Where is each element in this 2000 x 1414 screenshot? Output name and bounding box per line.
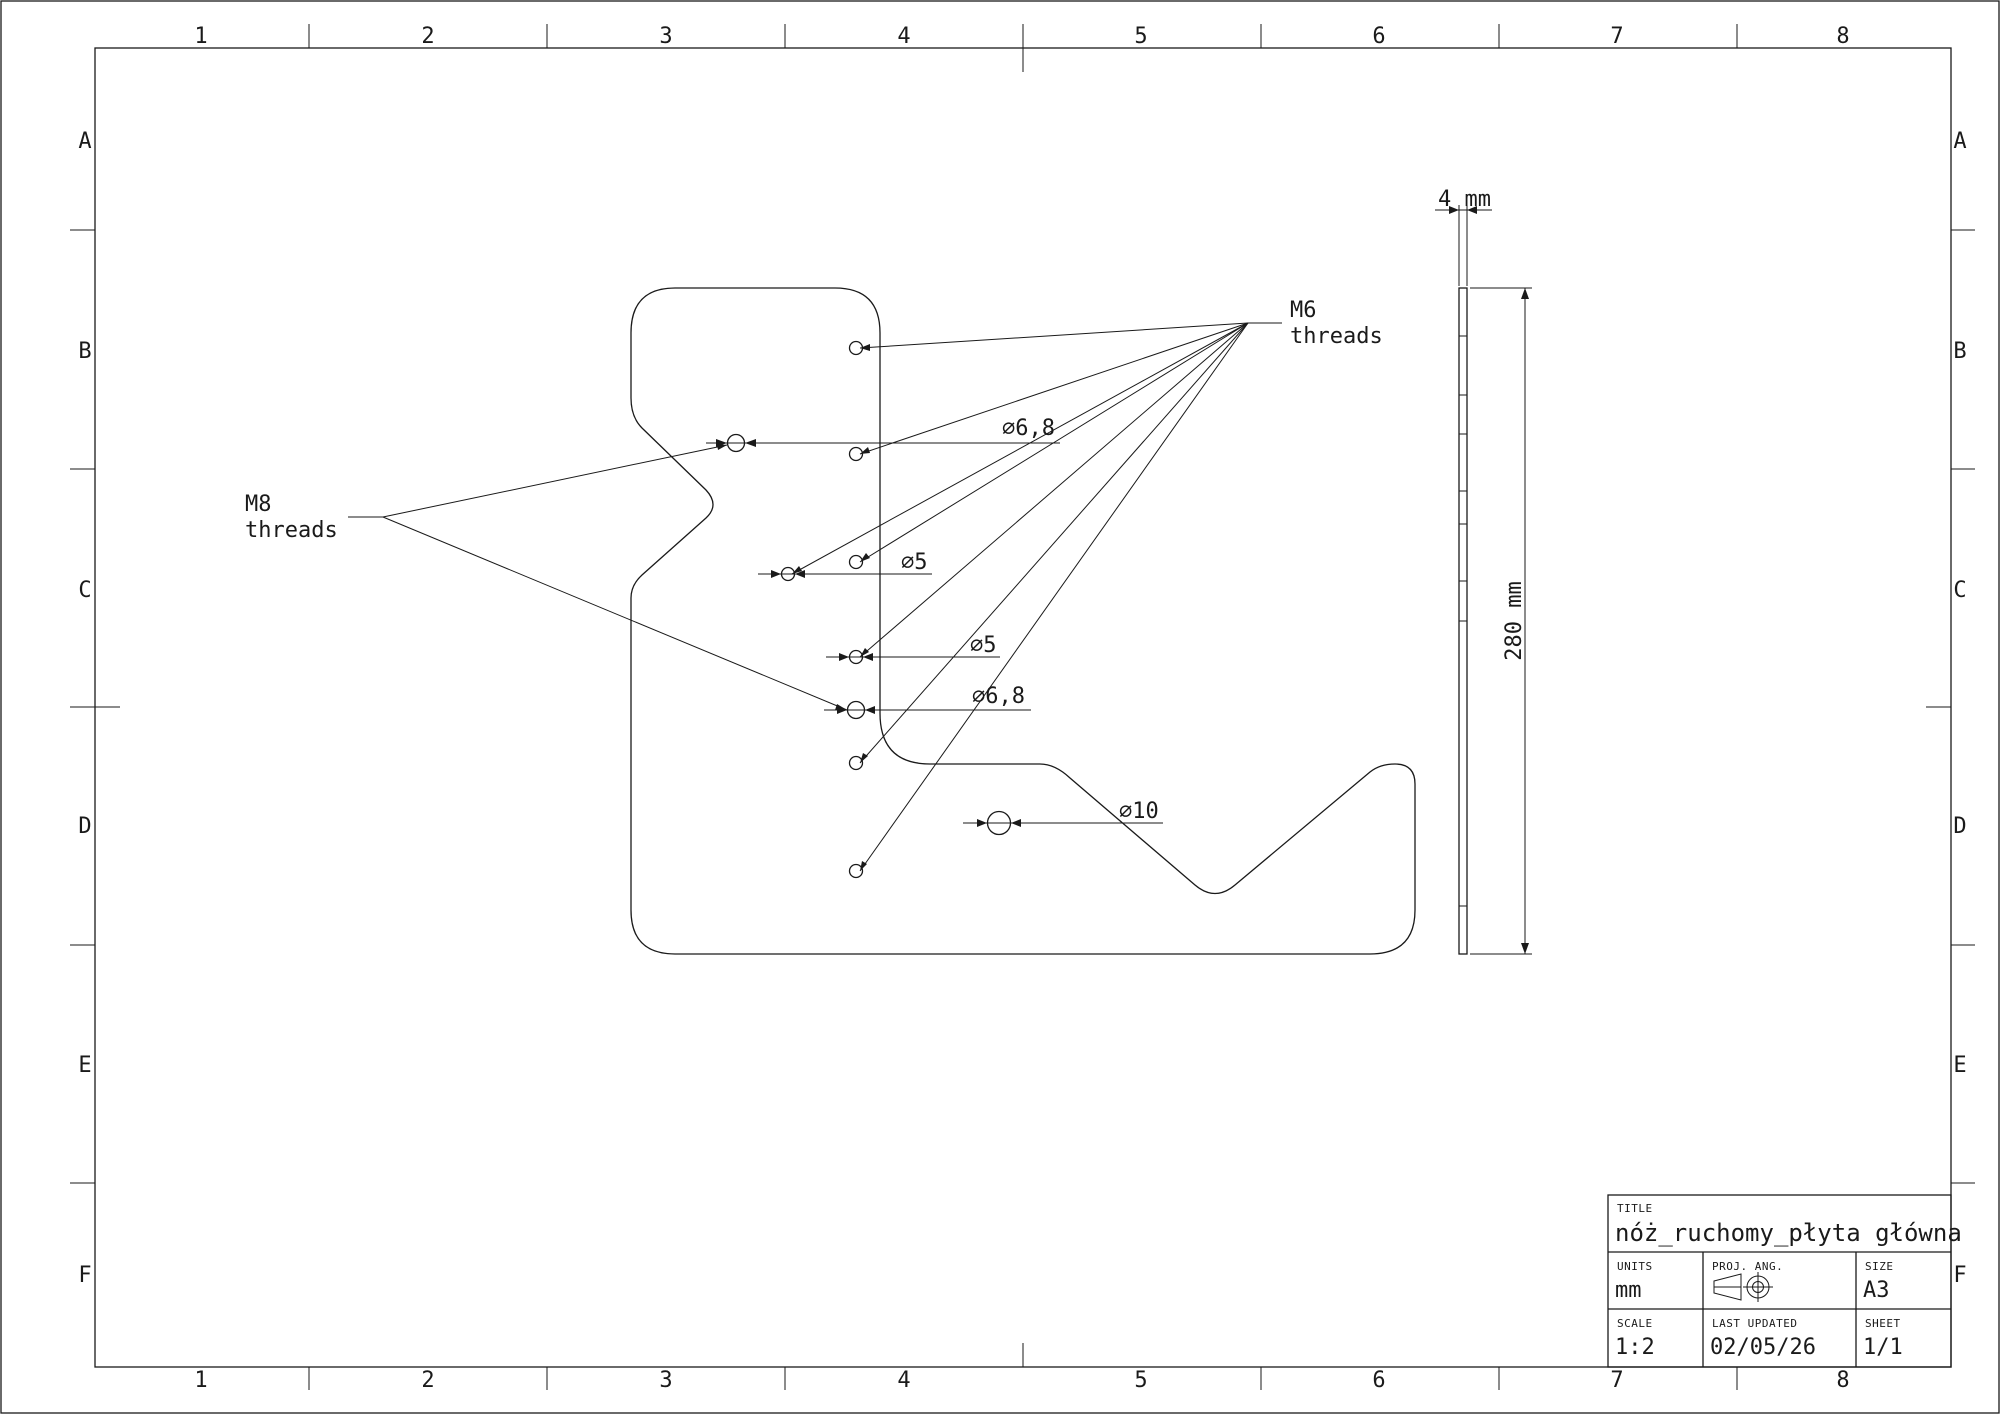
drawing-title: nóż_ruchomy_płyta główna [1615,1219,1962,1247]
row-label: F [1953,1263,1966,1288]
proj-angle-label: PROJ. ANG. [1712,1260,1783,1273]
sheet-label: SHEET [1865,1317,1901,1330]
title-block [1607,1194,1952,1368]
row-label: C [78,578,91,603]
col-label: 6 [1372,1368,1385,1393]
callout-m8-line2: threads [245,518,338,543]
scale-value: 1:2 [1615,1335,1655,1360]
col-label: 2 [421,1368,434,1393]
col-label: 4 [897,24,910,49]
dim-height: 280 mm [1502,581,1527,660]
dim-d5-a: ⌀5 [901,550,928,575]
dim-d68-bottom: ⌀6,8 [972,684,1025,709]
row-label: E [1953,1053,1966,1078]
col-label: 7 [1610,1368,1623,1393]
dim-d10: ⌀10 [1119,799,1159,824]
row-label: B [1953,339,1966,364]
m6-leaders [791,322,1282,872]
row-label: E [78,1053,91,1078]
col-label: 3 [659,24,672,49]
column-labels-top: 1 2 3 4 5 6 7 8 [194,24,1849,49]
hole-m6-2 [848,446,864,462]
dim-d5-b: ⌀5 [970,633,997,658]
col-label: 2 [421,24,434,49]
col-label: 5 [1134,1368,1147,1393]
zone-ticks [70,24,1975,1390]
row-label: F [78,1263,91,1288]
m8-leaders [348,444,848,711]
hole-m6-5 [848,755,864,771]
dim-d68-top: ⌀6,8 [1002,416,1055,441]
holes [726,340,1012,879]
callout-m8-line1: M8 [245,492,272,517]
col-label: 4 [897,1368,910,1393]
dim-thickness: 4 mm [1438,187,1491,212]
col-label: 1 [194,1368,207,1393]
hole-m6-3 [848,554,864,570]
row-labels-left: A B C D E F [78,129,91,1288]
col-label: 1 [194,24,207,49]
callout-m6-line1: M6 [1290,298,1317,323]
row-labels-right: A B C D E F [1953,129,1966,1288]
units-value: mm [1615,1278,1642,1303]
size-value: A3 [1863,1278,1890,1303]
title-label: TITLE [1617,1202,1653,1215]
row-label: B [78,339,91,364]
col-label: 7 [1610,24,1623,49]
units-label: UNITS [1617,1260,1653,1273]
sheet-value: 1/1 [1863,1335,1903,1360]
row-label: D [1953,814,1966,839]
thickness-dim [1435,205,1492,286]
row-label: D [78,814,91,839]
diameter-dims [706,439,1163,827]
plate-outline [630,287,1416,955]
callout-m6-line2: threads [1290,324,1383,349]
col-label: 8 [1836,1368,1849,1393]
col-label: 8 [1836,24,1849,49]
projection-angle-icon [1713,1272,1773,1302]
hole-m6-6 [848,863,864,879]
col-label: 6 [1372,24,1385,49]
updated-value: 02/05/26 [1710,1335,1816,1360]
size-label: SIZE [1865,1260,1894,1273]
col-label: 3 [659,1368,672,1393]
row-label: C [1953,578,1966,603]
updated-label: LAST UPDATED [1712,1317,1797,1330]
row-label: A [1953,129,1966,154]
col-label: 5 [1134,24,1147,49]
row-label: A [78,129,91,154]
height-dim [1470,287,1532,955]
column-labels-bottom: 1 2 3 4 5 6 7 8 [194,1368,1849,1393]
side-view-ticks [1459,335,1467,907]
scale-label: SCALE [1617,1317,1653,1330]
